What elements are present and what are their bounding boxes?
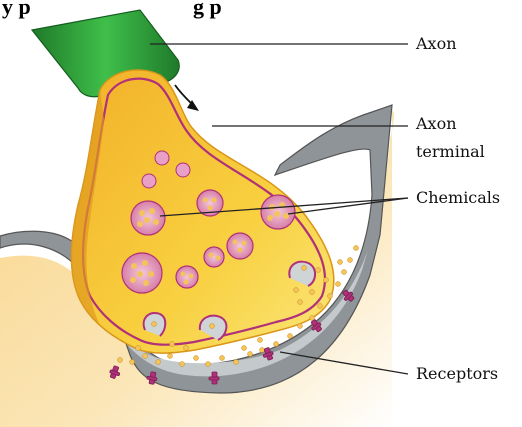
label-axon-terminal-line1: Axon — [415, 114, 457, 133]
title-text-1: y p — [2, 0, 31, 19]
vesicle — [122, 253, 162, 293]
vesicle — [204, 247, 224, 267]
vesicle — [261, 195, 295, 229]
label-axon: Axon — [415, 34, 457, 53]
labels: Axon Axon terminal Chemicals Receptors — [415, 34, 500, 383]
title-text-2: g p — [193, 0, 222, 19]
label-axon-terminal-line2: terminal — [416, 142, 485, 161]
vesicle — [131, 201, 165, 235]
label-chemicals: Chemicals — [416, 188, 500, 207]
vesicle — [176, 266, 198, 288]
vesicle — [227, 233, 253, 259]
label-receptors: Receptors — [416, 364, 498, 383]
